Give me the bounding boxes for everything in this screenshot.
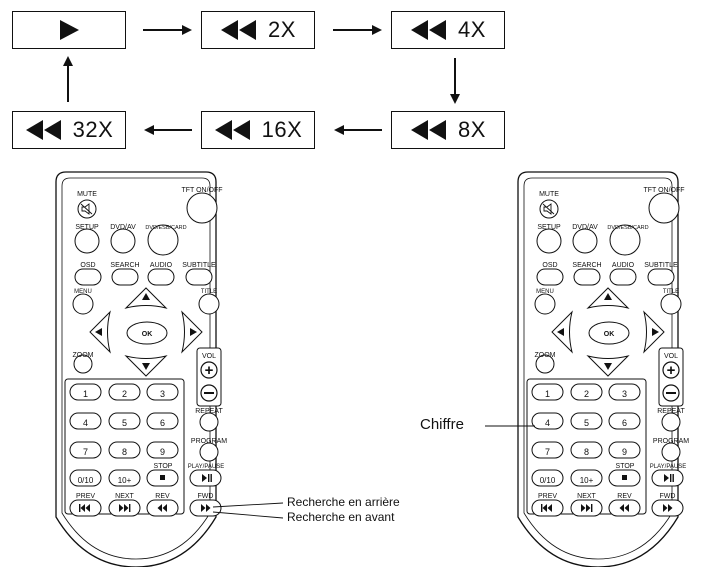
prev-label: PREV: [76, 493, 95, 500]
button-label: 2: [122, 389, 127, 399]
rewind-icon: [411, 20, 447, 40]
zoom-label: ZOOM: [535, 352, 556, 359]
osd-label: OSD: [542, 262, 557, 269]
button-label: 9: [622, 447, 627, 457]
button-label: 8: [584, 447, 589, 457]
button-label: 10+: [118, 476, 132, 485]
button-label: 2: [584, 389, 589, 399]
flow-arrows: [63, 25, 460, 135]
dvdesb-label: DVD/ESB/CARD: [145, 225, 186, 231]
rewind-icon: [411, 120, 447, 140]
callout-digits: Chiffre: [420, 416, 464, 433]
fwd-label: FWD: [198, 493, 214, 500]
button-label: 0/10: [78, 476, 94, 485]
speed-label: 16X: [261, 117, 303, 142]
button-label: 5: [122, 418, 127, 428]
button-label: 7: [83, 447, 88, 457]
subtitle-label: SUBTITLE: [182, 262, 216, 269]
vol-label: VOL: [202, 353, 216, 360]
setup-label: SETUP: [537, 224, 561, 231]
callout-forward-search: Recherche en avant: [287, 510, 395, 524]
button-label: 3: [160, 389, 165, 399]
button-label: 1: [83, 389, 88, 399]
playpause-label: PLAY/PAUSE: [650, 464, 686, 470]
button-label: 7: [545, 447, 550, 457]
speed-label: 8X: [458, 117, 486, 142]
osd-label: OSD: [80, 262, 95, 269]
repeat-label: REPEAT: [195, 408, 223, 415]
remote-right: [517, 171, 684, 567]
mute-label: MUTE: [77, 191, 97, 198]
speed-box-2x: 2X: [201, 11, 315, 49]
button-label: 9: [160, 447, 165, 457]
tft-label: TFT ON/OFF: [643, 187, 684, 194]
rewind-icon: [25, 120, 61, 140]
button-label: 5: [584, 418, 589, 428]
speed-label: 2X: [268, 17, 296, 42]
button-label: 3: [622, 389, 627, 399]
remote-left: [55, 171, 222, 567]
title-label: TITLE: [663, 289, 679, 295]
rewind-icon: [221, 20, 257, 40]
zoom-label: ZOOM: [73, 352, 94, 359]
button-label: 8: [122, 447, 127, 457]
button-label: 0/10: [540, 476, 556, 485]
remote-left-labels: MUTE TFT ON/OFF SETUP DVD/AV DVD/ESB/CAR…: [73, 187, 228, 500]
rewind-icon: [214, 120, 250, 140]
program-label: PROGRAM: [653, 438, 689, 445]
rev-label: REV: [155, 493, 170, 500]
callout-line-forward: [212, 511, 284, 519]
mute-label: MUTE: [539, 191, 559, 198]
next-label: NEXT: [115, 493, 134, 500]
search-label: SEARCH: [110, 262, 139, 269]
button-label: 10+: [580, 476, 594, 485]
dvdav-label: DVD/AV: [110, 224, 136, 231]
button-label: 4: [83, 418, 88, 428]
speed-box-32x: 32X: [12, 111, 126, 149]
speed-box-4x: 4X: [391, 11, 505, 49]
stop-label: STOP: [154, 463, 173, 470]
remote-right-labels: MUTE TFT ON/OFF SETUP DVD/AV DVD/ESB/CAR…: [535, 187, 690, 500]
prev-label: PREV: [538, 493, 557, 500]
setup-label: SETUP: [75, 224, 99, 231]
repeat-label: REPEAT: [657, 408, 685, 415]
vol-label: VOL: [664, 353, 678, 360]
button-label: 6: [160, 418, 165, 428]
program-label: PROGRAM: [191, 438, 227, 445]
playpause-label: PLAY/PAUSE: [188, 464, 224, 470]
dvdesb-label: DVD/ESB/CARD: [607, 225, 648, 231]
search-label: SEARCH: [572, 262, 601, 269]
button-label: 1: [545, 389, 550, 399]
dvdav-label: DVD/AV: [572, 224, 598, 231]
subtitle-label: SUBTITLE: [644, 262, 678, 269]
fwd-label: FWD: [660, 493, 676, 500]
speed-label: 32X: [72, 117, 114, 142]
button-label: 4: [545, 418, 550, 428]
speed-label: 4X: [458, 17, 486, 42]
ok-label: OK: [142, 331, 153, 338]
speed-box-play: [12, 11, 126, 49]
next-label: NEXT: [577, 493, 596, 500]
tft-label: TFT ON/OFF: [181, 187, 222, 194]
menu-label: MENU: [536, 289, 554, 295]
ok-label: OK: [604, 331, 615, 338]
title-label: TITLE: [201, 289, 217, 295]
speed-box-16x: 16X: [201, 111, 315, 149]
callout-reverse-search: Recherche en arrière: [287, 495, 400, 509]
callout-line-reverse: [212, 502, 284, 508]
rev-label: REV: [617, 493, 632, 500]
play-icon: [60, 20, 79, 40]
stop-label: STOP: [616, 463, 635, 470]
audio-label: AUDIO: [150, 262, 173, 269]
menu-label: MENU: [74, 289, 92, 295]
button-label: 6: [622, 418, 627, 428]
audio-label: AUDIO: [612, 262, 635, 269]
speed-box-8x: 8X: [391, 111, 505, 149]
